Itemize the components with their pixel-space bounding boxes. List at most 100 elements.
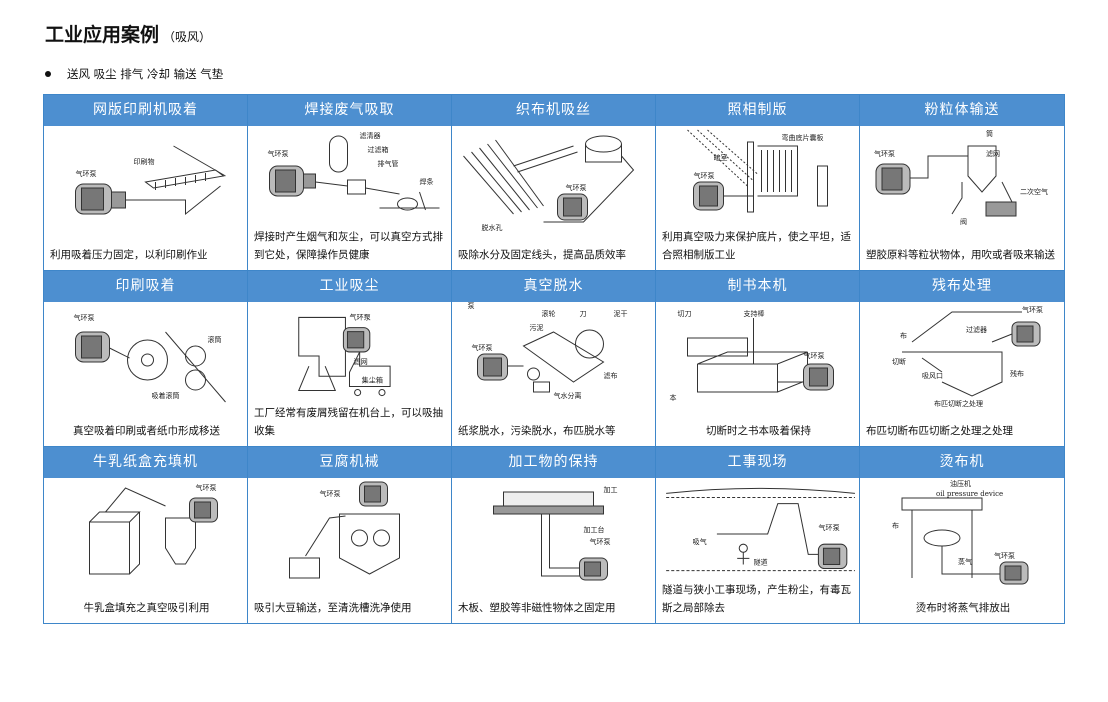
case-card: 加工物的保持 加工 加工台 气环泵 木板、塑胶等非磁性物体之固定用 [452,447,656,623]
welding-fume-illustration: 滤清器 过滤箱 气环泵 排气管 焊条 [248,126,451,234]
case-label: 刀 [580,310,587,318]
case-caption: 牛乳盒填充之真空吸引利用 [83,602,210,614]
case-label: 布匹切断之处理 [934,399,983,408]
case-label: 布 [900,331,907,340]
case-title: 牛乳纸盒充填机 [44,447,247,478]
case-card: 照相制版 暗室 弯曲底片囊板 气环泵 利用真空吸力来保护底片，使之平坦，适合照相… [656,95,860,271]
case-card: 印刷吸着 气环泵 滚筒 吸着滚筒 真空吸着印刷或者纸巾形成移送 [44,271,248,447]
print-suction-illustration: 气环泵 滚筒 吸着滚筒 [44,302,247,410]
case-caption: 利用吸着压力固定，以利印刷作业 [50,249,208,261]
case-label: 蒸气 [958,557,972,566]
case-label: 气环泵 [472,343,493,352]
case-title: 制书本机 [656,271,859,302]
case-card: 工事现场 气环泵 隧道 吸气 隧道与狭小工事现场，产生粉尘，有毒瓦斯之局部除去 [656,447,860,623]
case-label: 过滤箱 [368,145,389,154]
case-card: 真空脱水 泵 滚轮 刀 泥干 污泥 气环泵 滤布 气水分离 [452,271,656,447]
case-label: 弯曲底片囊板 [782,133,824,142]
case-card: 豆腐机械 气环泵 吸引大豆输送，至清洗槽洗净使用 [248,447,452,623]
case-label: 滤网 [986,149,1000,158]
case-label: 吸气 [693,537,707,546]
scrap-cloth-illustration: 气环泵 布 过滤器 切断 吸风口 残布 布匹切断之处理 [860,302,1064,410]
case-label: 布 [892,521,899,530]
case-label: 泵 [468,302,475,310]
case-label: 滤清器 [360,131,381,140]
page-title: 工业应用案例（吸风） [45,20,211,47]
case-card: 烫布机 油压机 oil pressure device 布 蒸气 气环泵 烫布时… [860,447,1064,623]
case-title: 豆腐机械 [248,447,451,478]
case-title: 加工物的保持 [452,447,655,478]
case-label: 油压机 [950,479,971,488]
case-label: 隧道 [753,557,767,566]
case-label: 气环泵 [320,489,341,498]
case-title: 织布机吸丝 [452,95,655,126]
case-title: 真空脱水 [452,271,655,302]
case-label: 过滤器 [966,325,987,334]
case-card: 织布机吸丝 气环泵 脱水孔 吸除水分及固定线头，提高品质效率 [452,95,656,271]
powder-conveying-illustration: 气环泵 筒 滤网 二次空气 阀 [860,126,1064,234]
case-label: 切刀 [678,310,692,318]
case-label: 阀 [960,217,967,226]
case-label: 残布 [1010,369,1024,378]
case-card: 残布处理 气环泵 布 过滤器 切断 吸风口 残布 布匹切断之处理 [860,271,1064,447]
case-caption: 纸浆脱水，污染脱水，布匹脱水等 [458,425,616,437]
case-label: 二次空气 [1020,187,1048,196]
case-label: 支持棒 [744,309,765,318]
case-title: 残布处理 [860,271,1064,302]
photo-plate-illustration: 暗室 弯曲底片囊板 气环泵 [656,126,859,234]
page-title-text: 工业应用案例 [45,24,160,46]
case-label: 暗室 [714,153,728,162]
case-title: 网版印刷机吸着 [44,95,247,126]
case-label: 吸着滚筒 [152,391,180,400]
case-label: 气环泵 [994,551,1015,560]
case-card: 牛乳纸盒充填机 气环泵 牛乳盒填充之真空吸引利用 [44,447,248,623]
loom-illustration: 气环泵 脱水孔 [452,126,655,234]
case-title: 印刷吸着 [44,271,247,302]
case-label: 脱水孔 [482,223,503,232]
construction-site-illustration: 气环泵 隧道 吸气 [656,478,859,586]
case-card: 焊接废气吸取 滤清器 过滤箱 气环泵 排气管 [248,95,452,271]
case-label: 气环泵 [196,483,217,492]
bullet-text: 送风 吸尘 排气 冷却 输送 气垫 [67,67,224,81]
vacuum-dewatering-illustration: 泵 滚轮 刀 泥干 污泥 气环泵 滤布 气水分离 [452,302,655,410]
bullet-dot-icon [45,70,51,77]
industrial-dust-illustration: 气环泵 滤网 集尘箱 [248,302,451,410]
case-label: 气水分离 [554,391,582,400]
case-caption: 布匹切断布匹切断之处理之处理 [866,425,1013,437]
case-caption: 真空吸着印刷或者纸巾形成移送 [73,425,220,437]
workholding-illustration: 加工 加工台 气环泵 [452,478,655,586]
case-label: 气环泵 [76,169,97,178]
case-caption: 切断时之书本吸着保持 [706,425,811,437]
case-label: 焊条 [420,177,434,186]
case-label: 气环泵 [350,312,371,321]
case-title: 工业吸尘 [248,271,451,302]
case-label: 气环泵 [74,313,95,322]
case-caption: 利用真空吸力来保护底片，使之平坦，适合照相制版工业 [662,231,851,261]
milk-carton-illustration: 气环泵 [44,478,247,586]
case-caption: 吸引大豆输送，至清洗槽洗净使用 [254,602,412,614]
case-label: 气环泵 [874,149,895,158]
tofu-machine-illustration: 气环泵 [248,478,451,586]
case-label: 印刷物 [134,157,155,166]
case-label: 气环泵 [694,171,715,180]
case-caption: 工厂经常有废屑残留在机台上，可以吸抽收集 [254,407,443,437]
case-label: oil pressure device [936,490,1003,498]
case-label: 筒 [986,129,993,138]
case-label: 吸风口 [922,372,943,380]
bookbinding-illustration: 切刀 支持棒 气环泵 本 [656,302,859,410]
case-label: 气环泵 [566,183,587,192]
case-title: 照相制版 [656,95,859,126]
case-label: 排气管 [378,159,399,168]
case-label: 切断 [892,357,906,366]
case-caption: 吸除水分及固定线头，提高品质效率 [458,249,626,261]
page-subtitle: （吸风） [163,30,212,44]
case-label: 本 [670,393,677,402]
case-card: 粉粒体输送 气环泵 筒 滤网 二次空气 阀 塑胶原料等粒状物体，用吹或者吸 [860,95,1064,271]
case-label: 加工 [604,485,618,494]
case-label: 气环泵 [818,523,839,532]
case-label: 滤网 [354,357,368,366]
case-title: 工事现场 [656,447,859,478]
case-card: 工业吸尘 气环泵 滤网 集尘箱 工厂经常有废屑残留在机台上，可以吸抽收集 [248,271,452,447]
case-label: 气环泵 [804,351,825,360]
case-card: 网版印刷机吸着 印刷物 气环泵 利用吸着压力固定，以利印刷作业 [44,95,248,271]
case-label: 滚轮 [542,309,556,318]
